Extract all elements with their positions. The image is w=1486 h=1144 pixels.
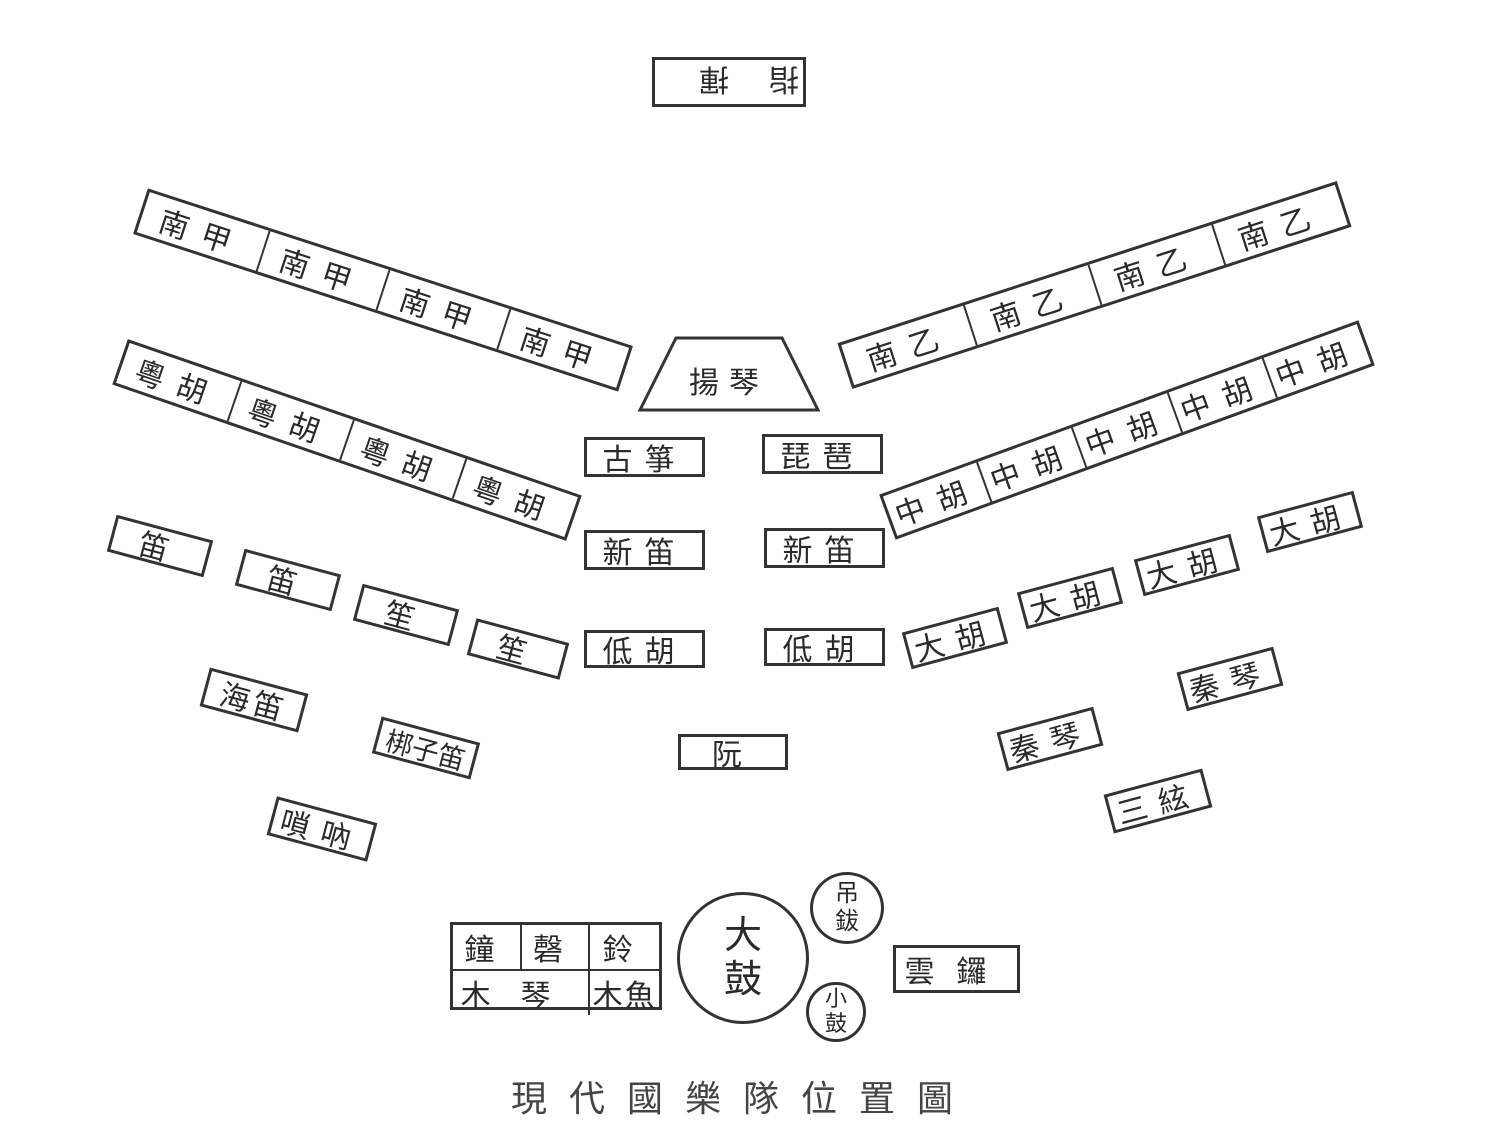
seat-dagu: 大 鼓 <box>677 892 809 1024</box>
seat-muyu: 木魚 <box>592 979 657 1014</box>
seat-dihu-right: 低胡 <box>764 628 885 668</box>
seat-yunluo: 雲鑼 <box>893 945 1020 993</box>
row1-left-strip: 南甲 南甲 南甲 南甲 <box>133 188 633 392</box>
seat-dihu-left: 低胡 <box>584 630 705 670</box>
conductor-box: 指揮 <box>652 57 806 107</box>
seat-xindi-left: 新笛 <box>584 530 705 571</box>
xiaogu-char: 小 <box>824 986 847 1012</box>
seat-zhonghu: 中胡 <box>883 461 993 536</box>
seat-nanjia: 南甲 <box>136 192 271 272</box>
seat-zhonghu: 中胡 <box>1168 358 1278 433</box>
seat-dahu: 大胡 <box>1256 490 1364 554</box>
seat-nanyi: 南乙 <box>1088 224 1226 305</box>
yangqin-trapezoid <box>637 336 821 412</box>
seat-di: 笛 <box>234 548 342 612</box>
seat-dahu: 大胡 <box>1016 566 1124 630</box>
xiaogu-char: 鼓 <box>824 1012 847 1037</box>
seat-dahu: 大胡 <box>1133 533 1241 597</box>
seat-nanjia: 南甲 <box>515 321 610 383</box>
seat-pipa: 琵琶 <box>762 434 883 475</box>
seat-xindi-right: 新笛 <box>764 528 885 569</box>
seat-dahu: 大胡 <box>901 606 1009 670</box>
seat-qinqin: 秦琴 <box>1176 646 1284 712</box>
seat-muqin: 木琴 <box>453 971 591 1015</box>
seat-nanyi: 南乙 <box>841 304 979 386</box>
seat-yuehu: 粵胡 <box>467 470 562 533</box>
seat-zhonghu: 中胡 <box>1271 332 1366 396</box>
seat-ruan: 阮 <box>678 734 788 773</box>
seat-zhong: 鐘 <box>453 925 522 971</box>
diaobo-char: 吊 <box>835 879 859 908</box>
seat-sheng: 笙 <box>352 583 460 647</box>
yangqin-label: 揚琴 <box>689 366 769 401</box>
diagram-title: 現代國樂隊位置圖 <box>510 1079 975 1120</box>
seat-xiaogu: 小 鼓 <box>806 982 866 1042</box>
seat-sanxian: 三絃 <box>1103 768 1213 834</box>
seat-zhonghu: 中胡 <box>978 427 1088 502</box>
seat-sheng: 笙 <box>466 618 570 680</box>
seat-guzheng: 古箏 <box>584 437 705 478</box>
seat-ling: 鈴 <box>590 925 659 971</box>
seat-zhonghu: 中胡 <box>1073 392 1183 467</box>
seat-yuehu: 粵胡 <box>228 381 355 461</box>
row2-left-strip: 粵胡 粵胡 粵胡 粵胡 <box>112 339 582 541</box>
seat-haidi: 海笛 <box>199 667 309 733</box>
conductor-label: 指揮 <box>659 61 799 96</box>
seat-nanyi: 南乙 <box>965 264 1102 345</box>
seat-diaobo: 吊 鈸 <box>810 872 884 944</box>
seat-nanyi: 南乙 <box>1234 197 1329 259</box>
seat-yuehu: 粵胡 <box>341 420 468 499</box>
seat-yuehu: 粵胡 <box>116 342 243 422</box>
percussion-grid: 鐘 磬 鈴 木琴 木魚 <box>450 922 662 1015</box>
seat-qing: 磬 <box>521 925 591 971</box>
dagu-char: 鼓 <box>723 957 762 1001</box>
dagu-char: 大 <box>723 913 762 958</box>
diaobo-char: 鈸 <box>835 907 859 935</box>
seat-di: 笛 <box>106 514 214 578</box>
seat-qinqin: 秦琴 <box>996 706 1104 772</box>
seat-nanjia: 南甲 <box>377 270 511 350</box>
seat-nanjia: 南甲 <box>257 231 391 311</box>
seat-suona: 嗩吶 <box>266 796 378 862</box>
seat-bangzidi: 梆子笛 <box>371 716 481 780</box>
